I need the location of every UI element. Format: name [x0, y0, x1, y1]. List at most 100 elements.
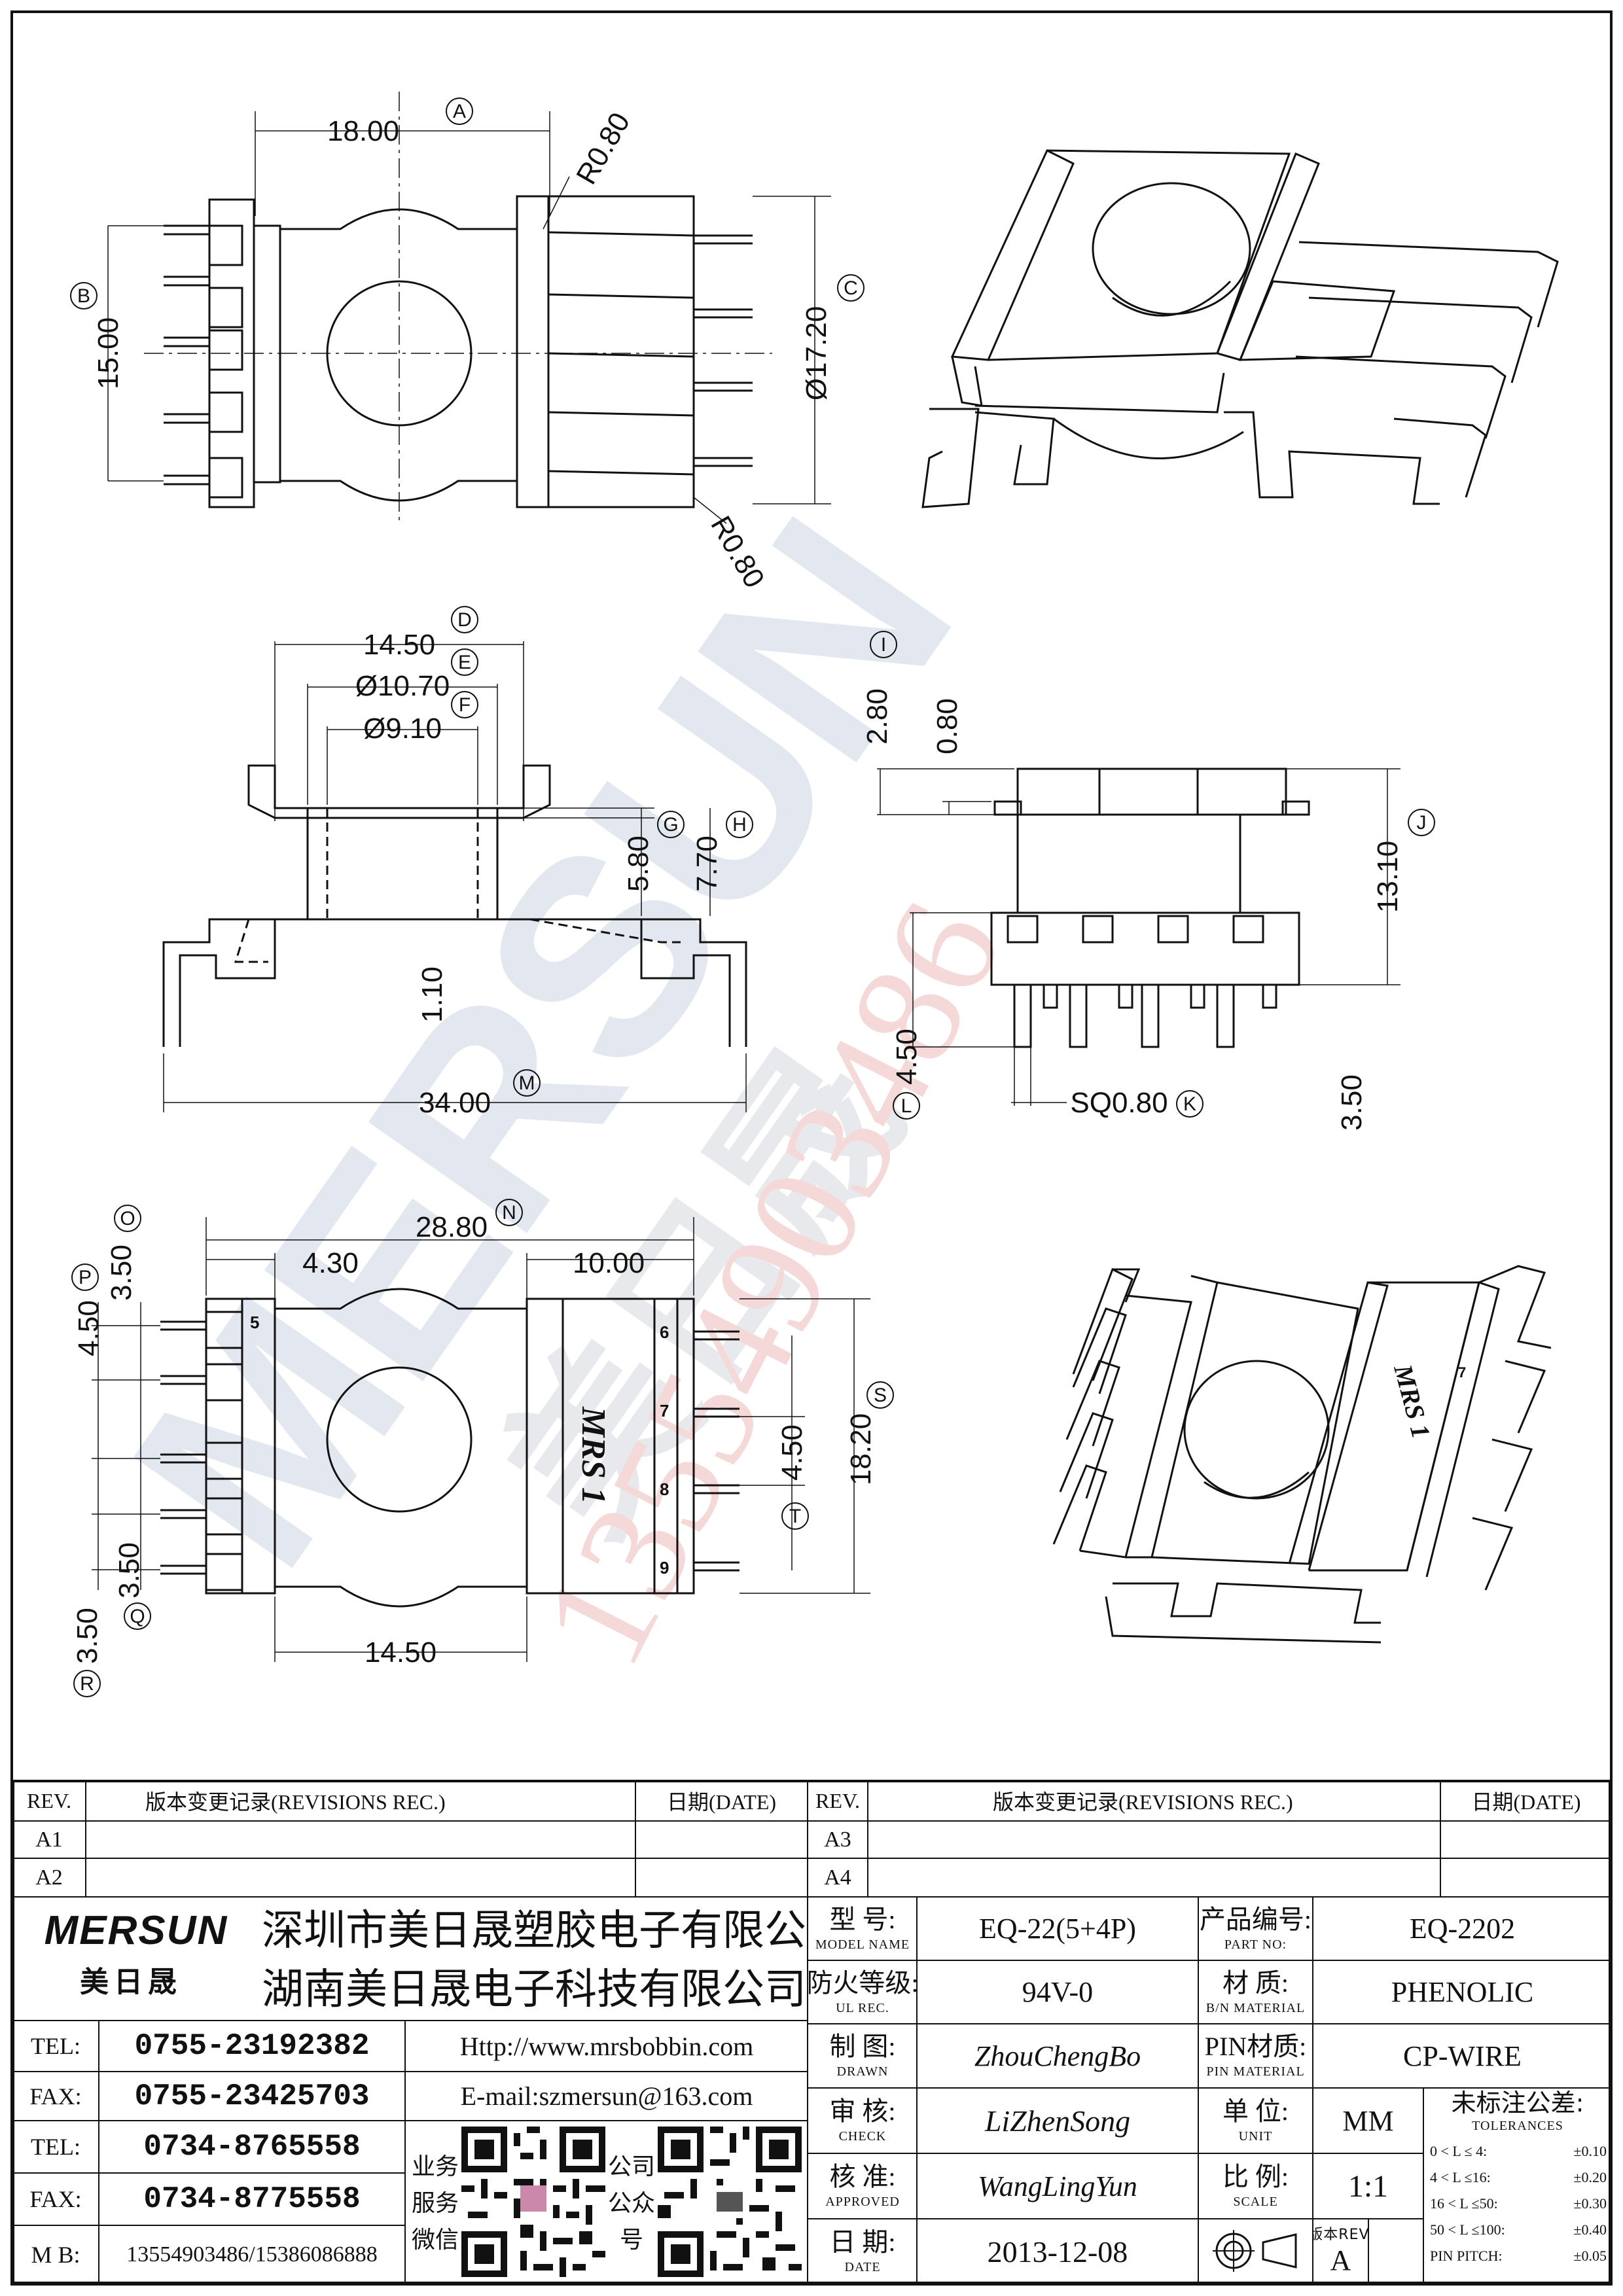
rev-left-rec-header: 版本变更记录(REVISIONS REC.): [145, 1790, 446, 1814]
dim-j-label: J: [1417, 812, 1427, 834]
dim-r-label: R: [80, 1673, 94, 1695]
dim-p-circle: [71, 1263, 99, 1291]
qr2-caption-line1: 公司: [607, 2153, 655, 2180]
unit-value: MM: [1342, 2104, 1394, 2137]
dim-q-circle: [124, 1602, 151, 1630]
pin-label-7: 7: [660, 1401, 669, 1421]
ul-label-cell: 防火等级: UL REC.: [809, 1961, 916, 2023]
rev-left-header: REV.: [27, 1788, 71, 1812]
tolerance-sublabel: TOLERANCES: [1472, 2119, 1563, 2133]
qr1-caption-line2: 服务: [411, 2189, 459, 2217]
pin-label-5: 5: [250, 1313, 259, 1332]
approved-label-cell: 核 准: APPROVED: [809, 2154, 916, 2218]
pin-material-value: CP-WIRE: [1403, 2040, 1522, 2072]
dim-080-value: 0.80: [931, 698, 963, 754]
dim-d-value: 14.50: [363, 629, 435, 661]
qr2-caption-line3: 号: [619, 2226, 643, 2253]
material-sublabel: B/N MATERIAL: [1205, 2000, 1306, 2015]
dim-g-circle: [657, 811, 685, 838]
company-logo: MERSUN: [44, 1907, 228, 1953]
scale-value: 1:1: [1347, 2168, 1389, 2204]
dim-p-value: 4.50: [73, 1300, 105, 1356]
dim-k-label: K: [1183, 1093, 1196, 1115]
dim-g-value: 5.80: [622, 836, 654, 892]
material-label: 材 质:: [1222, 1968, 1289, 1998]
dim-c-label: C: [844, 277, 858, 299]
drawn-sublabel: DRAWN: [836, 2064, 889, 2079]
side-view: [162, 641, 747, 1112]
dim-n-value: 28.80: [416, 1211, 488, 1243]
dim-i-value: 2.80: [861, 688, 893, 745]
dim-r-value: 3.50: [71, 1608, 103, 1664]
rev-row-a2: A2: [35, 1865, 63, 1890]
dim-1450-bottom-value: 14.50: [365, 1636, 437, 1669]
qr1-caption: 业务 服务 微信: [409, 2127, 461, 2280]
pin-material-sublabel: PIN MATERIAL: [1206, 2064, 1305, 2079]
dim-k-value: SQ0.80: [1070, 1087, 1168, 1119]
ul-label: 防火等级:: [809, 1968, 916, 1998]
dim-h-circle: [726, 811, 753, 838]
dim-l-value: 4.50: [891, 1029, 923, 1085]
rev-row-a3: A3: [824, 1827, 851, 1852]
mb-value: 13554903486/15386086888: [126, 2242, 378, 2267]
bottom-view: [92, 1217, 870, 1662]
dim-l-label: L: [901, 1095, 912, 1117]
dim-i-label: I: [881, 634, 886, 656]
tolerance-row: 4 < L ≤16:±0.20: [1430, 2164, 1607, 2191]
dim-j-circle: [1408, 809, 1435, 836]
rev-value: A: [1330, 2244, 1351, 2276]
tolerance-range: 16 < L ≤50:: [1430, 2195, 1498, 2212]
material-value: PHENOLIC: [1391, 1976, 1534, 2008]
dim-350-value: 3.50: [1336, 1074, 1368, 1131]
pin-material-label-cell: PIN材质: PIN MATERIAL: [1199, 2024, 1312, 2087]
drawn-label-cell: 制 图: DRAWN: [809, 2024, 916, 2087]
watermark: MERSUN 美日晟 13554903486: [73, 471, 1033, 1690]
qr-code-wechat: [461, 2127, 605, 2277]
unit-sublabel: UNIT: [1238, 2129, 1273, 2144]
tolerance-row: 16 < L ≤50: ±0.30: [1430, 2191, 1607, 2217]
dim-m-circle: [513, 1069, 541, 1097]
qr1-caption-line1: 业务: [411, 2153, 459, 2180]
dim-r-circle: [73, 1670, 101, 1697]
qr-code-official-account: [658, 2127, 802, 2277]
rev-right-header: REV.: [815, 1788, 860, 1812]
unit-label-cell: 单 位: UNIT: [1199, 2089, 1312, 2153]
model-label: 型 号:: [829, 1904, 896, 1934]
end-view: [877, 768, 1400, 1106]
dim-d-label: D: [457, 609, 472, 631]
dim-c-circle: [837, 274, 865, 302]
tolerance-value: ±0.30: [1573, 2195, 1607, 2212]
model-value: EQ-22(5+4P): [979, 1913, 1136, 1945]
company-name-hunan: 湖南美日晟电子科技有限公司: [262, 1966, 805, 2012]
dim-n-label: N: [502, 1202, 516, 1224]
dim-o-value: 3.50: [105, 1245, 137, 1301]
bottom-view-marking: MRS 1: [575, 1406, 612, 1504]
part-label: 产品编号:: [1199, 1904, 1312, 1934]
pin-label-6: 6: [660, 1322, 669, 1342]
dim-i-circle: [870, 631, 897, 658]
tolerance-value: ±0.10: [1573, 2143, 1607, 2159]
dim-a-label: A: [453, 101, 466, 122]
company-name-shenzhen: 深圳市美日晟塑胶电子有限公司: [262, 1907, 805, 1953]
dim-k-circle: [1176, 1090, 1204, 1118]
tolerance-title-cell: 未标注公差: TOLERANCES: [1424, 2089, 1611, 2134]
qr1-caption-line3: 微信: [411, 2226, 459, 2253]
website: Http://www.mrsbobbin.com: [459, 2031, 754, 2061]
dim-e-circle: [451, 648, 478, 676]
dim-p-label: P: [79, 1267, 92, 1288]
pin-material-label: PIN材质:: [1204, 2032, 1307, 2061]
dim-f-label: F: [459, 694, 471, 716]
rev-right-date-header: 日期(DATE): [1471, 1790, 1581, 1814]
tel1-label: TEL:: [31, 2033, 80, 2059]
rev-right-rec-header: 版本变更记录(REVISIONS REC.): [993, 1790, 1293, 1814]
iso-marking: MRS 1: [1388, 1361, 1436, 1441]
dim-s-label: S: [874, 1385, 887, 1406]
dim-q-value: 3.50: [113, 1542, 145, 1598]
material-label-cell: 材 质: B/N MATERIAL: [1199, 1961, 1312, 2023]
approved-sublabel: APPROVED: [825, 2195, 900, 2209]
projection-symbol-icon: [1213, 2230, 1297, 2272]
qr2-caption-line2: 公众: [607, 2189, 655, 2217]
dim-b-label: B: [77, 285, 90, 307]
dim-j-value: 13.10: [1372, 841, 1404, 913]
